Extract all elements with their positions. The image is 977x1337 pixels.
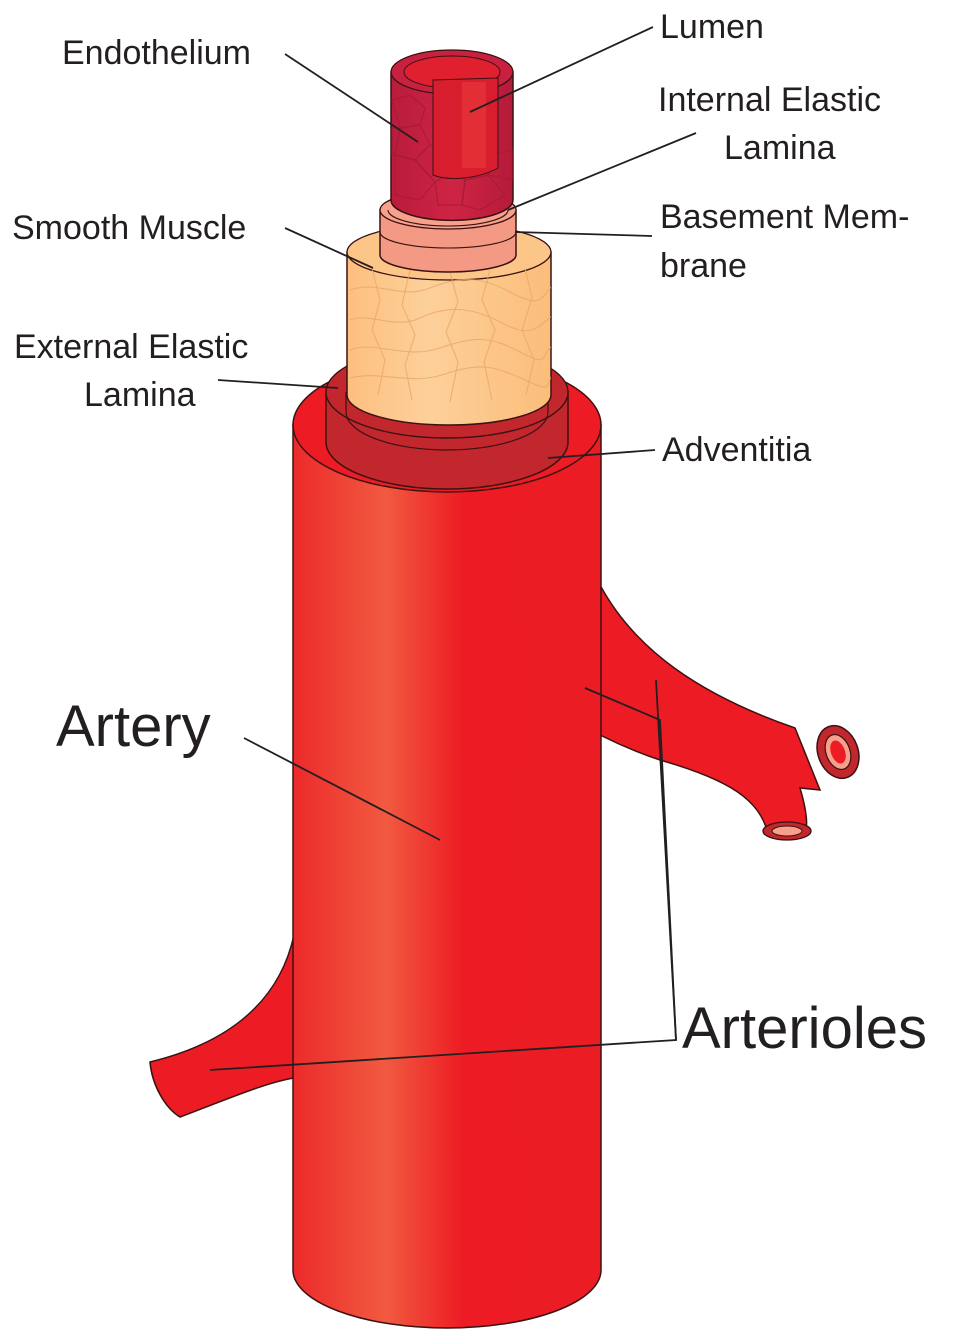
label-internal-elastic-line1: Internal Elastic xyxy=(658,81,881,119)
label-internal-elastic-line2: Lamina xyxy=(724,129,836,167)
label-arterioles: Arterioles xyxy=(682,996,927,1061)
label-external-elastic-line1: External Elastic xyxy=(14,328,248,366)
label-smooth-muscle: Smooth Muscle xyxy=(12,209,246,247)
label-lumen: Lumen xyxy=(660,8,764,46)
label-basement-line2: brane xyxy=(660,247,747,285)
label-basement-line1: Basement Mem- xyxy=(660,198,909,236)
left-arteriole xyxy=(150,935,294,1117)
artery-trunk xyxy=(293,425,601,1328)
right-arteriole xyxy=(600,585,820,834)
label-adventitia: Adventitia xyxy=(662,431,811,469)
label-external-elastic-line2: Lamina xyxy=(84,376,196,414)
label-endothelium: Endothelium xyxy=(62,34,251,72)
label-artery: Artery xyxy=(56,694,211,759)
